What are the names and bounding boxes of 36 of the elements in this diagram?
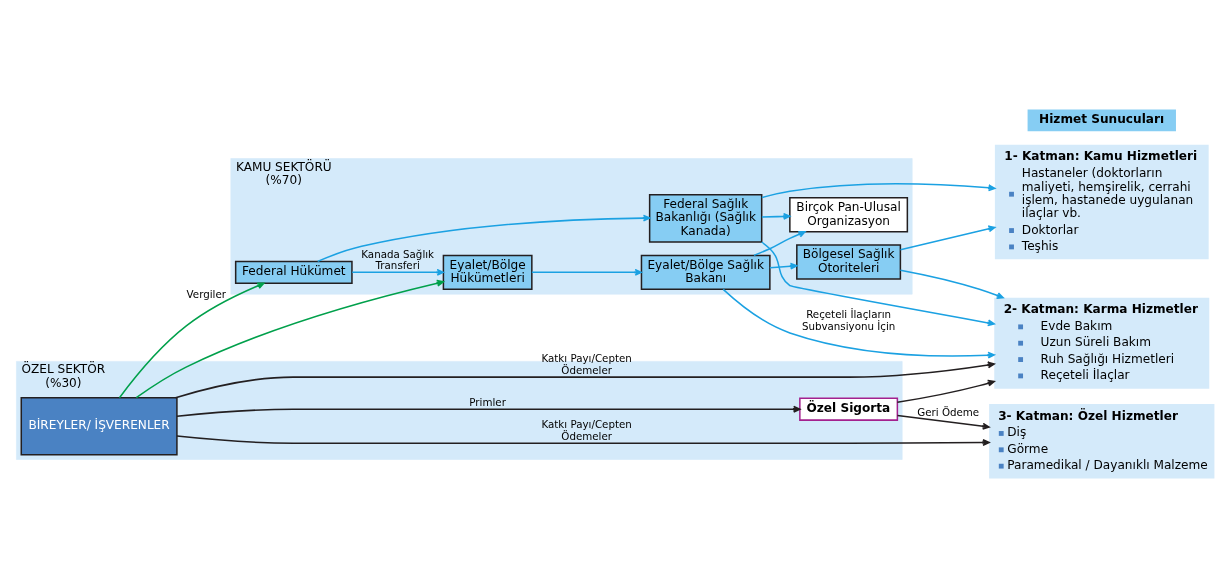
- arrow: [896, 414, 990, 430]
- node-box: Hizmet Sunucuları: [1027, 109, 1176, 132]
- edge-label: Primler: [469, 395, 506, 408]
- edge-label: Katkı Payı/Cepten Ödemeler: [541, 418, 632, 442]
- arrow: [769, 262, 798, 270]
- arrow: [896, 379, 995, 404]
- arrow: [753, 230, 806, 257]
- arrow: [174, 361, 995, 399]
- node-box: BİREYLER/ İŞVERENLER: [20, 396, 178, 456]
- node-box: Özel Sigorta: [799, 397, 899, 421]
- arrow: [722, 288, 995, 359]
- node-box: 2- Katman: Karma Hizmetler Evde Bakım Uzun Süreli Bakım Ruh Sağlığı Hizmetleri Reçeteli İlaçlar: [994, 297, 1210, 389]
- edge-label: Kanada Sağlık Transferi: [361, 247, 435, 272]
- node-box: Eyalet/Bölge Sağlık Bakanı: [640, 254, 771, 291]
- arrow: [176, 435, 990, 446]
- arrow: [899, 225, 996, 251]
- edge-label: Katkı Payı/Cepten Ödemeler: [541, 352, 632, 376]
- arrow: [761, 212, 791, 220]
- node-box: 3- Katman: Özel Hizmetler Diş Görme Paramedikal / Dayanıklı Malzeme: [989, 404, 1215, 479]
- node-box: Eyalet/Bölge Hükümetleri: [442, 254, 533, 291]
- node-box: Federal Sağlık Bakanlığı (Sağlık Kanada): [648, 194, 763, 243]
- node-box: Birçok Pan-Ulusal Organizasyon: [789, 197, 909, 233]
- edge-label: Geri Ödeme: [917, 405, 980, 418]
- arrow: [351, 268, 445, 276]
- arrow: [118, 282, 265, 399]
- arrow: [316, 214, 651, 263]
- node-box: Federal Hükümet: [234, 260, 353, 284]
- arrow: [761, 182, 996, 199]
- edge-label: Vergiler: [186, 288, 226, 301]
- arrow: [135, 279, 444, 399]
- node-box: 1- Katman: Kamu Hizmetleri Hastaneler (doktorların maliyeti, hemşirelik, cerrahi işlem, hastanede uygulanan ilaçlar vb. Doktorlar Teşhis: [994, 144, 1209, 260]
- arrow: [899, 269, 1004, 299]
- arrow: [176, 405, 801, 418]
- arrow: [531, 268, 643, 276]
- node-box: Bölgesel Sağlık Otoriteleri: [796, 244, 902, 280]
- edge-label: Reçeteli İlaçların Subvansiyonu İçin: [801, 308, 896, 332]
